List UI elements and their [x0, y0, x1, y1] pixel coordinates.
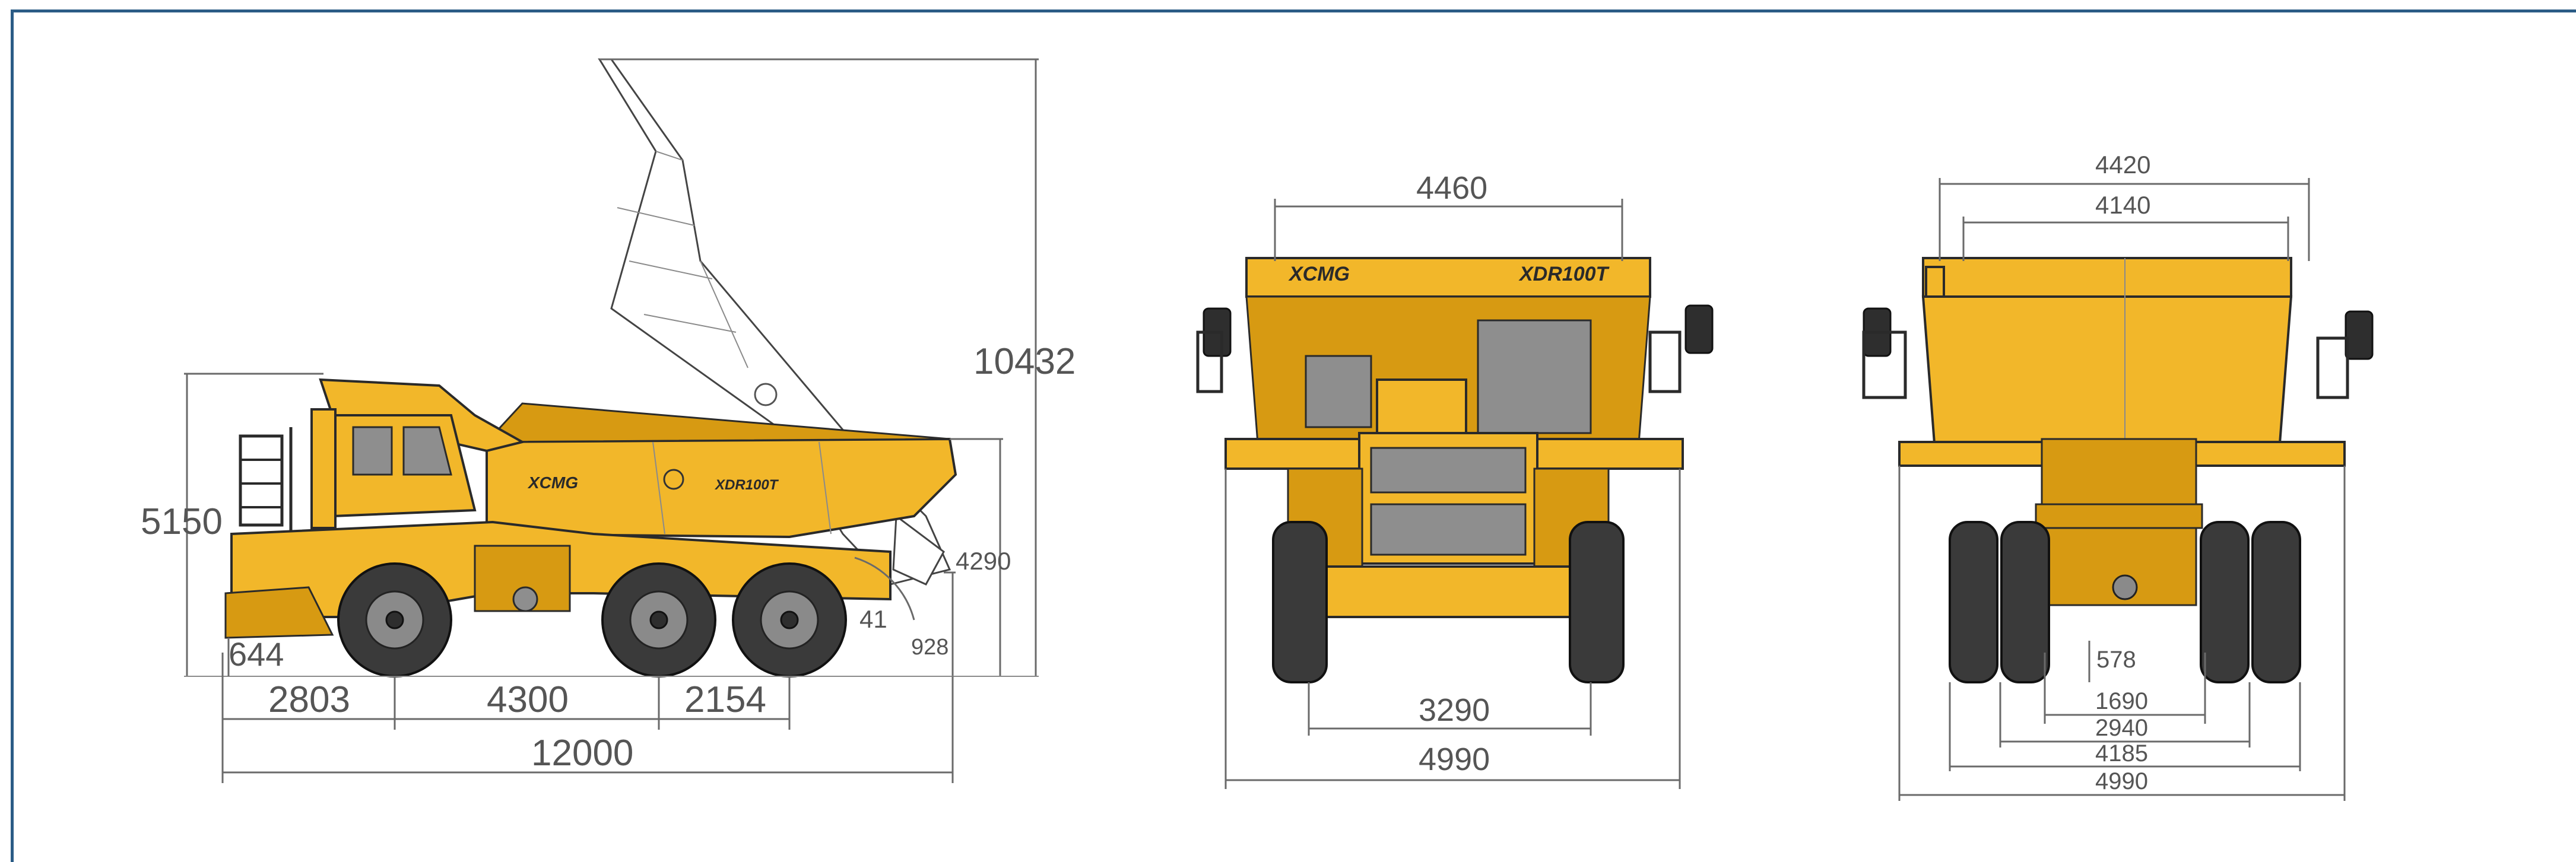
front-dimension-lines: [1224, 199, 1681, 789]
front-ladder: [239, 427, 293, 534]
front-wheel: [337, 562, 452, 677]
dim-outer-tire-width: 4185: [2095, 740, 2148, 766]
front-right-tire: [1569, 521, 1625, 683]
dim-wheelbase: 4300: [487, 679, 569, 720]
rear-wheel-1: [601, 562, 716, 677]
right-mirror: [1684, 304, 1714, 354]
dim-body-width: 4460: [1416, 170, 1487, 206]
dim-dump-angle: 41: [859, 605, 887, 633]
rear-right-mirror: [2345, 310, 2374, 360]
side-dimension-lines: [184, 58, 1039, 783]
dim-inner-tire-gap: 1690: [2095, 688, 2148, 714]
drawing-frame: [11, 9, 2576, 862]
rear-left-outer-tire: [1949, 521, 1998, 683]
dim-front-overhang: 2803: [268, 679, 350, 720]
dim-rear-clearance: 928: [911, 635, 948, 660]
cab: [310, 408, 477, 529]
front-left-tire: [1272, 521, 1328, 683]
rear-dimension-lines: [1898, 178, 2346, 801]
front-view: XCMG XDR100T 4: [1196, 170, 1714, 789]
dump-body: XCMG XDR100T: [484, 402, 957, 539]
rear-right-inner-tire: [2200, 521, 2250, 683]
dim-rear-track: 2940: [2095, 715, 2148, 741]
dim-body-outer-width: 4420: [2095, 151, 2150, 179]
side-logo: XCMG: [527, 473, 578, 492]
dim-rear-axle-spacing: 2154: [684, 679, 766, 720]
dim-ground-clearance: 644: [229, 635, 284, 673]
front-bumper: [1293, 565, 1604, 618]
dim-rear-height: 4290: [956, 547, 1011, 575]
dim-overall-height: 5150: [141, 501, 223, 542]
side-view: XCMG XDR100T: [141, 58, 1076, 783]
front-grille-lower: [1370, 503, 1527, 556]
rear-left-inner-tire: [2000, 521, 2050, 683]
rear-view: 4420 4140 578 1690 2940 4185 4990: [1862, 151, 2374, 801]
dim-front-track: 3290: [1419, 692, 1490, 728]
front-model-label: XDR100T: [1518, 263, 1610, 285]
front-grille-upper: [1370, 447, 1527, 494]
front-cab-window: [1477, 319, 1592, 434]
side-model-label: XDR100T: [714, 477, 779, 493]
front-logo: XCMG: [1288, 263, 1350, 285]
dim-overall-height-raised: 10432: [973, 341, 1076, 382]
rear-body: [1922, 257, 2292, 298]
dim-body-inner-width: 4140: [2095, 191, 2150, 219]
rear-right-outer-tire: [2251, 521, 2301, 683]
dim-front-overall-width: 4990: [1419, 742, 1490, 777]
dim-overall-length: 12000: [531, 733, 633, 774]
dim-rear-overall-width: 4990: [2095, 768, 2148, 794]
rear-wheel-2: [732, 562, 847, 677]
dim-axle-clearance: 578: [2096, 647, 2136, 673]
